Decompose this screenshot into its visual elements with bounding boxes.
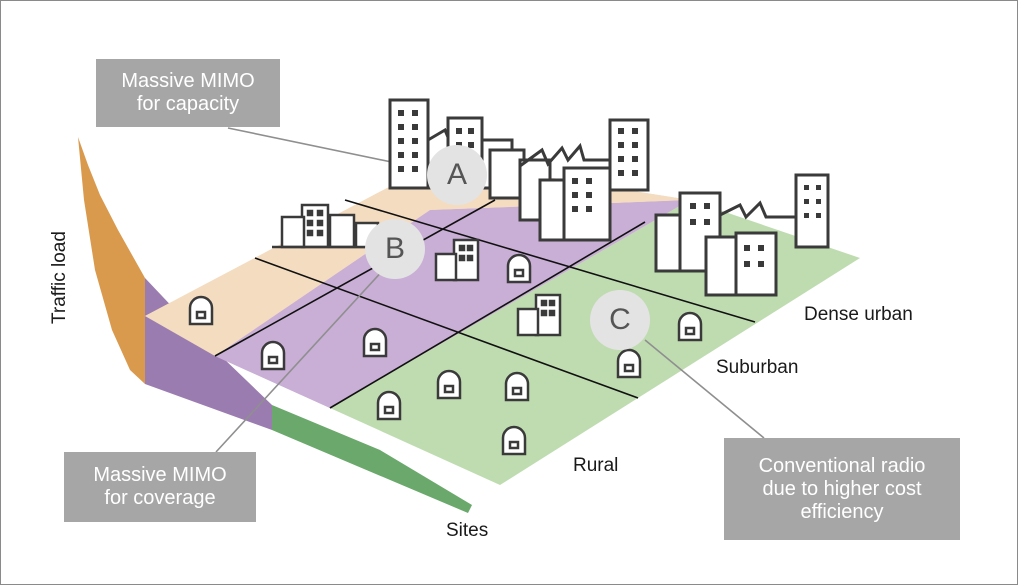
callout-conventional-radio: Conventional radio due to higher cost ef… — [724, 438, 960, 540]
house-icon — [188, 295, 214, 326]
house-icon — [506, 253, 532, 284]
house-icon — [501, 425, 527, 456]
zone-label-rural: Rural — [573, 455, 619, 476]
y-axis-label: Traffic load — [49, 231, 70, 324]
house-icon — [362, 327, 388, 358]
marker-c: C — [590, 290, 650, 350]
building-cluster-icon — [516, 293, 562, 337]
house-icon — [616, 348, 642, 379]
callout-massive-mimo-coverage: Massive MIMO for coverage — [64, 452, 256, 522]
zone-suburban-band — [215, 200, 690, 408]
house-icon — [504, 371, 530, 402]
x-axis-label: Sites — [446, 520, 489, 541]
callout-massive-mimo-capacity: Massive MIMO for capacity — [96, 59, 280, 127]
skyline-icon — [518, 118, 650, 242]
skyline-icon — [654, 173, 830, 297]
marker-b: B — [365, 219, 425, 279]
zone-suburban-back — [145, 160, 690, 356]
zone-label-dense-urban: Dense urban — [804, 304, 913, 325]
building-cluster-icon — [434, 238, 480, 282]
marker-a: A — [427, 145, 487, 205]
traffic-curve-urban — [78, 137, 145, 384]
house-icon — [376, 390, 402, 421]
house-icon — [677, 311, 703, 342]
house-icons — [188, 253, 703, 456]
traffic-curve-rural — [272, 405, 472, 513]
house-icon — [260, 340, 286, 371]
zone-label-suburban: Suburban — [716, 357, 799, 378]
house-icon — [436, 369, 462, 400]
grid-lines — [214, 199, 756, 409]
